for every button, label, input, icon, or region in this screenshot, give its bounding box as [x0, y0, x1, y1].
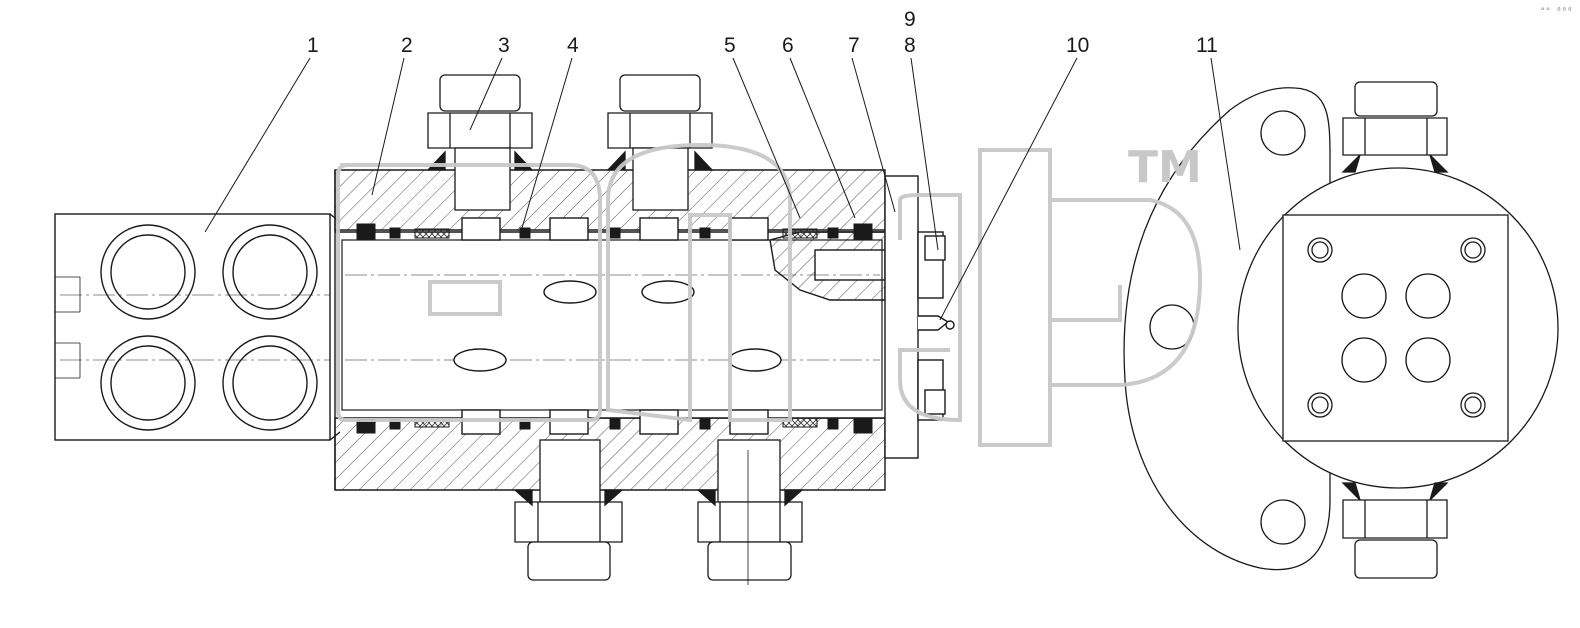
callout-1: 1 — [307, 34, 319, 57]
callout-10: 10 — [1066, 34, 1089, 57]
watermark-logo — [336, 142, 1203, 447]
bottom-fitting-a — [513, 439, 624, 581]
callout-5: 5 — [724, 34, 736, 57]
callout-9: 9 — [904, 8, 916, 31]
callout-2: 2 — [401, 34, 413, 57]
top-fitting-a — [426, 74, 534, 211]
callout-3: 3 — [498, 34, 510, 57]
callout-8: 8 — [904, 34, 916, 57]
mounting-flange-part-11 — [1123, 81, 1559, 579]
callout-4: 4 — [567, 34, 579, 57]
end-block-part-1 — [54, 213, 341, 441]
callout-labels: 1 2 3 4 5 6 7 8 9 10 11 — [307, 8, 1218, 57]
valve-body-part-2 — [334, 169, 955, 491]
leader-lines — [204, 57, 1241, 321]
callout-6: 6 — [782, 34, 794, 57]
bottom-fitting-b — [696, 439, 804, 585]
watermark-trademark: TM — [1128, 142, 1202, 193]
callout-7: 7 — [848, 34, 860, 57]
callout-11: 11 — [1196, 34, 1218, 57]
corner-mark: °° ⁰⁰⁰ — [1540, 7, 1573, 17]
